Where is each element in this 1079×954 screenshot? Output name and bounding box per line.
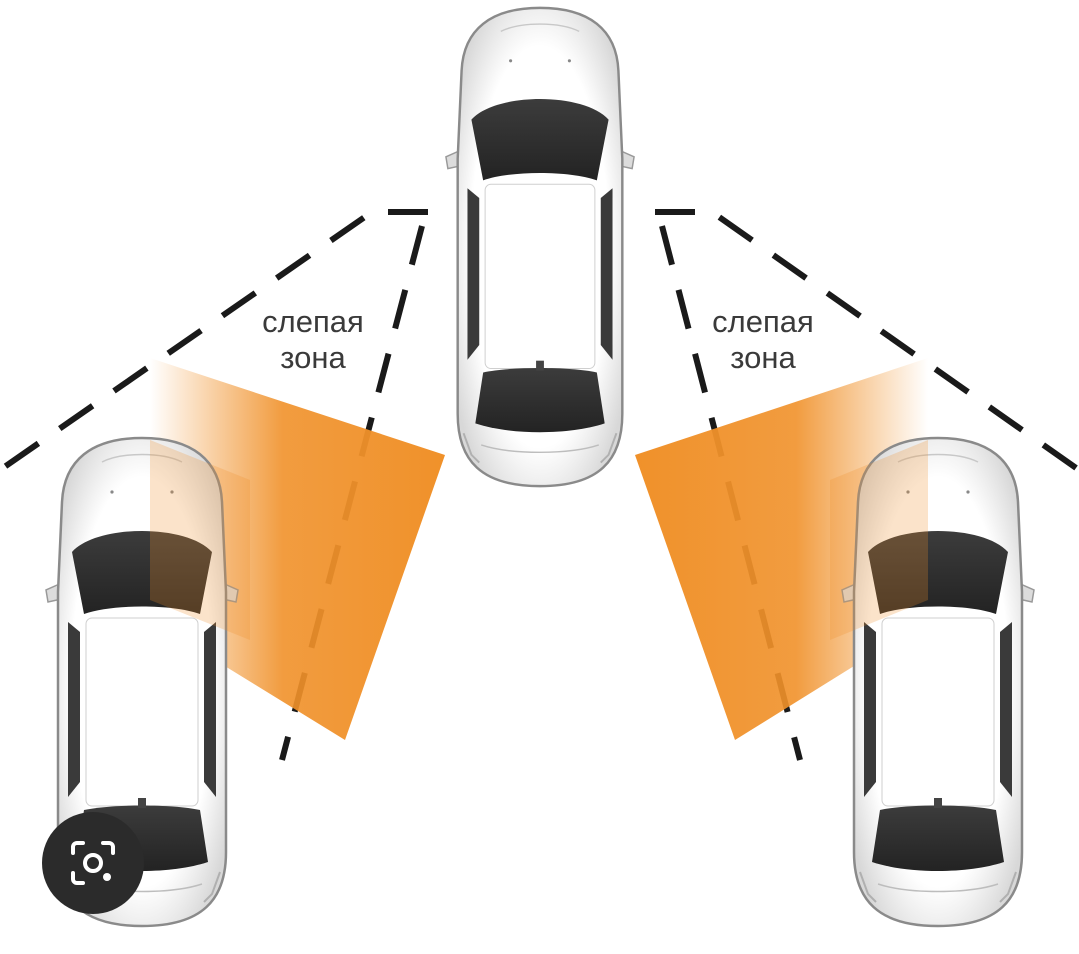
right-zone-label: слепая зона (683, 304, 843, 376)
right-zone-label-line2: зона (730, 340, 796, 375)
left-outer-dash-line (0, 209, 428, 473)
right-blind-zone-overlay (830, 440, 928, 640)
left-zone-label: слепая зона (233, 304, 393, 376)
left-blind-zone-overlay (150, 440, 250, 640)
left-zone-label-line2: зона (280, 340, 346, 375)
left-zone-label-line1: слепая (262, 304, 364, 339)
front-car (444, 6, 636, 488)
right-outer-dash-line (655, 209, 1079, 473)
lens-search-button[interactable] (42, 812, 144, 914)
right-zone-label-line1: слепая (712, 304, 814, 339)
camera-lens-icon (71, 841, 115, 885)
